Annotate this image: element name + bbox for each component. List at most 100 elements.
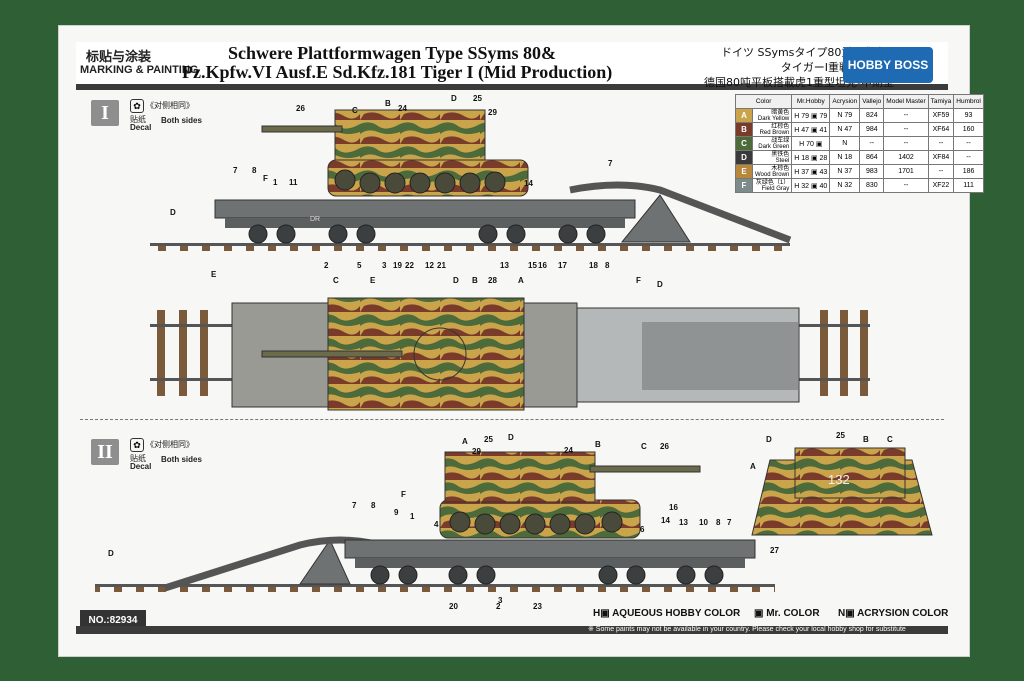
color-name-en: Steel	[775, 157, 790, 164]
turret-number: 132	[828, 472, 850, 487]
humbrol-code: 111	[953, 178, 984, 193]
callout-label: 8	[716, 518, 721, 527]
decal-label-en: Decal	[130, 462, 152, 471]
callout-label: 15	[528, 261, 537, 270]
callout-label: 3	[498, 596, 503, 605]
side-view-2	[95, 451, 775, 592]
side-view-1: DR	[150, 109, 792, 251]
callout-label: 7	[233, 166, 238, 175]
color-name-cn: 灰绿色（1）	[755, 179, 790, 186]
color-name-cn: 红棕色	[771, 123, 790, 130]
callout-label: 18	[589, 261, 598, 270]
callout-label: 8	[605, 261, 610, 270]
callout-label: 2	[496, 602, 501, 611]
decal-icon: ✿	[130, 438, 144, 452]
brand-logo: HOBBY BOSS	[843, 47, 933, 83]
decal-label-cn: 贴纸	[130, 454, 146, 463]
decal-label-cn: 贴纸	[130, 115, 146, 124]
footer-bar	[76, 626, 948, 634]
color-name-en: Dark Green	[758, 143, 790, 150]
callout-label: D	[657, 280, 663, 289]
page-title-line1: Schwere Plattformwagen Type SSyms 80&	[228, 43, 556, 63]
color-letter: F	[735, 178, 753, 193]
callout-label: D	[108, 549, 114, 558]
callout-label: 26	[660, 442, 669, 451]
callout-label: 7	[352, 501, 357, 510]
color-table: Color Mr.Hobby Acrysion Vallejo Model Ma…	[734, 94, 984, 193]
callout-label: F	[636, 276, 641, 285]
callout-label: 4	[434, 520, 439, 529]
color-name: 灰绿色（1）Field Gray	[751, 178, 793, 193]
callout-label: C	[333, 276, 339, 285]
header-mr-hobby: Mr.Hobby	[791, 94, 831, 109]
header-bar	[76, 42, 948, 90]
callout-label: 13	[500, 261, 509, 270]
header-color: Color	[734, 94, 793, 109]
color-name-en: Field Gray	[761, 185, 790, 192]
plan-view-1	[150, 297, 870, 411]
humbrol-code: 160	[953, 122, 984, 137]
callout-label: B	[385, 99, 391, 108]
callout-label: 25	[473, 94, 482, 103]
callout-label: 28	[488, 276, 497, 285]
page-title-line2: Pz.Kpfw.VI Ausf.E Sd.Kfz.181 Tiger I (Mi…	[182, 62, 613, 82]
callout-label: 16	[538, 261, 547, 270]
mr-hobby-code: H 32 ▣ 40	[791, 178, 831, 193]
callout-label: 7	[727, 518, 732, 527]
callout-label: 10	[699, 518, 708, 527]
legend-aqueous: H▣ AQUEOUS HOBBY COLOR	[593, 608, 741, 619]
callout-label: 6	[640, 525, 645, 534]
callout-label: F	[401, 490, 406, 499]
color-name-en: Red Brown	[759, 129, 790, 136]
callout-label: C	[887, 435, 893, 444]
color-letter: E	[735, 164, 753, 179]
color-name-cn: 黑铁色	[771, 151, 790, 158]
both-sides-label: Both sides	[161, 116, 202, 125]
callout-label: 27	[770, 546, 779, 555]
section-title-en: MARKING & PAINTING	[80, 64, 199, 76]
callout-label: F	[263, 174, 268, 183]
model-master-code: --	[883, 178, 929, 193]
availability-note: ※ Some paints may not be available in yo…	[588, 626, 906, 633]
rear-view: 132	[751, 447, 933, 536]
header-vallejo: Vallejo	[859, 94, 885, 109]
both-sides-label: Both sides	[161, 455, 202, 464]
callout-label: 5	[357, 261, 362, 270]
section-title-cn: 标贴与涂装	[86, 50, 152, 65]
color-letter: C	[735, 136, 753, 151]
callout-label: A	[518, 276, 524, 285]
callout-label: 1	[410, 512, 415, 521]
callout-label: 13	[679, 518, 688, 527]
section-divider	[80, 419, 944, 420]
callout-label: 23	[533, 602, 542, 611]
callout-label: D	[508, 433, 514, 442]
callout-label: 2	[324, 261, 329, 270]
callout-label: B	[863, 435, 869, 444]
callout-label: 22	[405, 261, 414, 270]
callout-label: 11	[289, 178, 298, 187]
wagon-marking: DR	[310, 216, 320, 223]
callout-label: 9	[394, 508, 399, 517]
callout-label: 25	[836, 431, 845, 440]
color-table-header: Color Mr.Hobby Acrysion Vallejo Model Ma…	[734, 94, 984, 109]
callout-label: D	[453, 276, 459, 285]
callout-label: E	[211, 270, 217, 279]
callout-label: 24	[564, 446, 573, 455]
color-name-cn: 木棕色	[771, 165, 790, 172]
callout-label: A	[750, 462, 756, 471]
callout-label: A	[462, 437, 468, 446]
acrysion-code: N 32	[829, 178, 861, 193]
callout-label: C	[641, 442, 647, 451]
callout-label: 12	[425, 261, 434, 270]
color-letter: A	[735, 108, 753, 123]
callout-label: 25	[484, 435, 493, 444]
color-name-en: Dark Yellow	[757, 115, 790, 122]
model-master-code: --	[883, 108, 929, 123]
decal-icon: ✿	[130, 99, 144, 113]
section-badge-2: II	[91, 439, 119, 465]
callout-label: 14	[524, 179, 533, 188]
